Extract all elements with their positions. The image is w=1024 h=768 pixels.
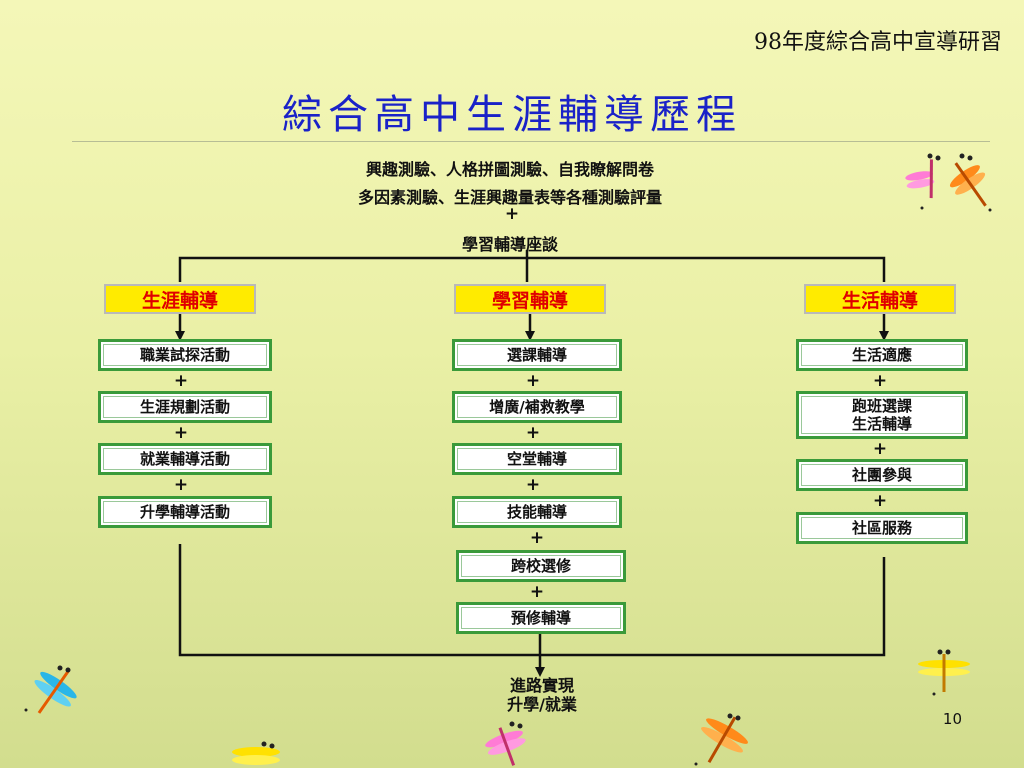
life-item: 跑班選課 生活輔導 xyxy=(796,391,968,439)
page-number: 10 xyxy=(942,710,962,728)
career-item: 職業試探活動 xyxy=(98,339,272,371)
intro-line-1: 興趣測驗、人格拼圖測驗、自我瞭解問卷 xyxy=(365,160,654,179)
dragonfly-icon xyxy=(24,665,77,714)
connector-line xyxy=(178,256,886,282)
result-line-1: 進路實現 xyxy=(509,676,574,695)
slide-title: 綜合高中生涯輔導歷程 xyxy=(282,92,742,138)
learning-item: 空堂輔導 xyxy=(452,443,622,475)
dragonfly-icon xyxy=(905,153,992,212)
plus-sign: + xyxy=(872,439,888,459)
category-life-guidance: 生活輔導 xyxy=(804,284,956,314)
title-divider xyxy=(72,141,990,142)
intro-line-2: 多因素測驗、生涯興趣量表等各種測驗評量 xyxy=(357,188,662,207)
career-item: 升學輔導活動 xyxy=(98,496,272,528)
life-item: 社團參與 xyxy=(796,459,968,491)
dragonfly-icon xyxy=(485,721,526,766)
plus-sign: + xyxy=(529,582,545,602)
dragonfly-icon xyxy=(694,713,748,766)
intro-plus: + xyxy=(504,204,520,224)
plus-sign: + xyxy=(525,475,541,495)
presentation-header: 98年度綜合高中宣導研習 xyxy=(754,30,1002,55)
learning-item: 預修輔導 xyxy=(456,602,626,634)
career-item: 就業輔導活動 xyxy=(98,443,272,475)
learning-item: 跨校選修 xyxy=(456,550,626,582)
life-item: 生活適應 xyxy=(796,339,968,371)
life-item: 社區服務 xyxy=(796,512,968,544)
career-item: 生涯規劃活動 xyxy=(98,391,272,423)
learning-item: 增廣/補救教學 xyxy=(452,391,622,423)
plus-sign: + xyxy=(525,371,541,391)
connector-line xyxy=(178,544,886,657)
plus-sign: + xyxy=(529,528,545,548)
category-career-guidance: 生涯輔導 xyxy=(104,284,256,314)
learning-item: 技能輔導 xyxy=(452,496,622,528)
plus-sign: + xyxy=(872,491,888,511)
result-line-2: 升學/就業 xyxy=(507,695,577,714)
intro-line-3: 學習輔導座談 xyxy=(461,235,558,254)
learning-item: 選課輔導 xyxy=(452,339,622,371)
plus-sign: + xyxy=(525,423,541,443)
category-learning-guidance: 學習輔導 xyxy=(454,284,606,314)
dragonfly-icon xyxy=(232,741,280,765)
dragonfly-icon xyxy=(918,649,970,696)
plus-sign: + xyxy=(872,371,888,391)
plus-sign: + xyxy=(173,475,189,495)
plus-sign: + xyxy=(173,423,189,443)
plus-sign: + xyxy=(173,371,189,391)
